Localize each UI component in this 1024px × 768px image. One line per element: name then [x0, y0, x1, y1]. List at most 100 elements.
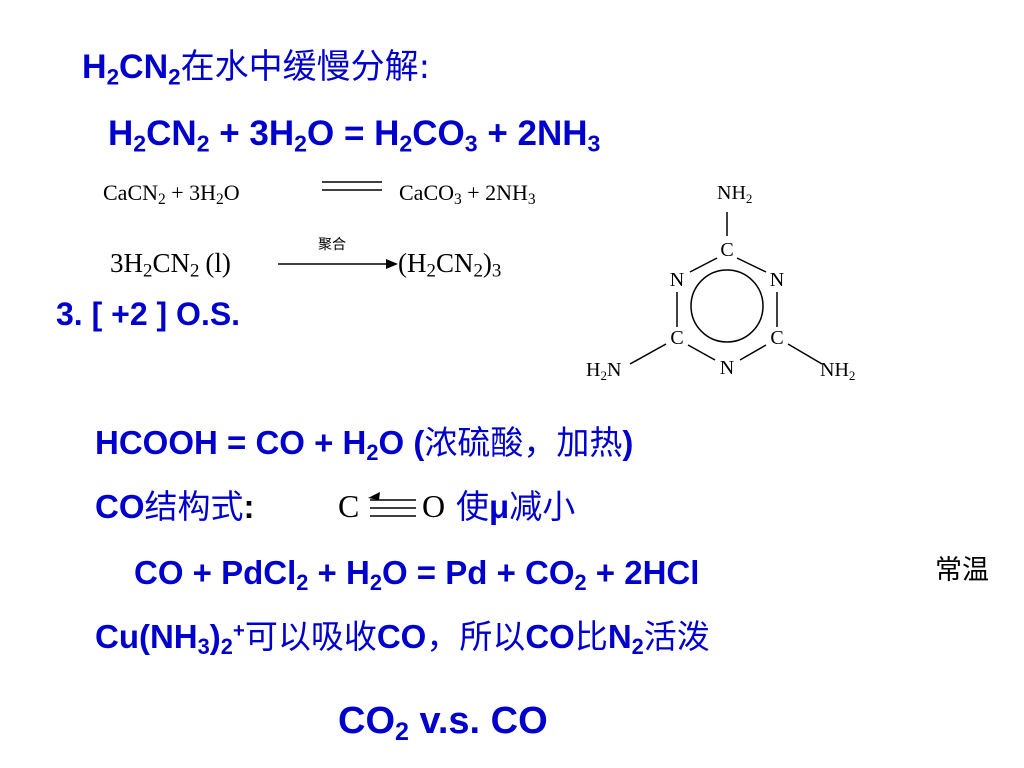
colon: : — [243, 488, 255, 525]
atom-label: N — [770, 269, 784, 291]
eq-part: O ( — [378, 424, 425, 461]
subscript: 2 — [574, 570, 587, 596]
eq-part: v.s. CO — [408, 700, 548, 742]
subscript: 2 — [631, 634, 644, 660]
subscript: 2 — [369, 570, 382, 596]
eq-part: ) — [209, 618, 221, 655]
eq-part: CaCN — [103, 180, 158, 205]
dipole-statement: 使μ减小 — [456, 490, 575, 523]
bond — [787, 343, 823, 365]
eq-part: O = H — [307, 114, 400, 153]
charge: + — [232, 618, 245, 642]
reaction-condition: 浓硫酸，加热 — [424, 423, 623, 462]
dative-arrowhead — [368, 492, 380, 500]
subscript: 2 — [168, 64, 181, 90]
cjk-text: 可以吸收 — [244, 617, 377, 656]
eq-part: N — [607, 618, 632, 655]
poly-product: (H2CN2)3 — [398, 248, 501, 281]
bond — [736, 257, 767, 273]
atom-label: N — [670, 269, 684, 291]
subscript: 2 — [196, 130, 210, 157]
cu-complex-line: Cu(NH3)2+可以吸收CO，所以CO比N2活泼 — [95, 617, 710, 657]
eq-part: + H — [308, 554, 370, 591]
subscript: 2 — [366, 440, 379, 466]
subscript: 3 — [527, 190, 536, 208]
heading-text: 在水中缓慢分解: — [180, 47, 431, 87]
pdcl2-equation: CO + PdCl2 + H2O = Pd + CO2 + 2HCl — [134, 554, 700, 593]
hcooh-equation: HCOOH = CO + H2O (浓硫酸，加热) — [95, 423, 634, 463]
atom-label: C — [770, 327, 783, 349]
eq-part: CN — [152, 248, 190, 278]
phase-label: (l) — [205, 248, 231, 278]
reaction-arrow — [278, 259, 398, 269]
heading-decomposition: H2CN2在水中缓慢分解: — [82, 47, 431, 88]
eq-part: CN — [146, 114, 197, 153]
bond — [629, 343, 667, 365]
eq-part: CO — [338, 700, 395, 742]
arrow-label-polymerize: 聚合 — [318, 237, 346, 253]
cjk-text: 减小 — [509, 487, 576, 526]
eq-part: ) — [622, 424, 634, 461]
cjk-text: 使 — [456, 487, 489, 526]
cjk-text: 活泼 — [643, 617, 710, 656]
eq-part: + 3H — [165, 180, 216, 205]
bond — [689, 257, 718, 273]
atom-label: NH2 — [820, 359, 855, 383]
eq-part: (H — [398, 248, 427, 278]
subscript: 3 — [587, 130, 601, 157]
subscript: 2 — [395, 718, 409, 747]
atom-o: O — [422, 488, 446, 524]
subscript: 2 — [189, 260, 200, 282]
atom-label: C — [720, 239, 733, 261]
melamine-structure — [629, 212, 823, 365]
eq-part: + 2HCl — [586, 554, 700, 591]
mu-symbol: μ — [489, 488, 510, 525]
co-triple-bond — [368, 492, 416, 517]
cjk-text: 比 — [574, 617, 608, 656]
subscript: 3 — [464, 130, 478, 157]
eq-part: CN — [435, 248, 474, 278]
eq-part: H — [108, 114, 134, 153]
eq-part: O = Pd + CO — [381, 554, 575, 591]
subscript: 2 — [143, 260, 153, 282]
eq-part: + 2NH — [461, 180, 528, 205]
eq-part: ) — [482, 248, 492, 278]
bond — [739, 344, 767, 361]
aromatic-ring-circle — [690, 269, 764, 343]
bond — [687, 344, 716, 361]
atom-label: C — [670, 327, 683, 349]
subscript: 2 — [296, 570, 309, 596]
subscript: 3 — [491, 260, 502, 282]
oxidation-state-line: 3. [ +2 ] O.S. — [56, 296, 241, 332]
atom-label: H2N — [586, 359, 621, 383]
subscript: 2 — [399, 130, 413, 157]
subscript: 2 — [216, 190, 224, 208]
atom-label: NH2 — [717, 182, 752, 206]
eq-part: CO + PdCl — [134, 554, 297, 591]
atom-c: C — [338, 488, 360, 524]
subscript: 2 — [294, 130, 308, 157]
eq-part: CO — [376, 618, 427, 655]
cjk-text: ，所以 — [426, 617, 526, 656]
cacn2-products: CaCO3 + 2NH3 — [399, 180, 536, 208]
subscript: 2 — [473, 260, 483, 282]
eq-part: O — [223, 180, 240, 205]
eq-part: + 3H — [209, 114, 295, 153]
subscript: 3 — [197, 634, 210, 660]
poly-reactant: 3H2CN2(l) — [110, 248, 231, 281]
subscript: 2 — [426, 260, 436, 282]
subscript: 2 — [106, 64, 120, 90]
subscript: 2 — [133, 130, 147, 157]
eq-part: HCOOH = CO + H — [95, 424, 367, 461]
comparison-footer: CO2 v.s. CO — [338, 700, 548, 745]
hydrolysis-equation: H2CN2 + 3H2O = H2CO3 + 2NH3 — [108, 114, 600, 155]
co-structure-line: CO结构式: — [95, 490, 255, 523]
condition-room-temp: 常温 — [935, 555, 989, 586]
structure-label: 结构式 — [144, 487, 244, 526]
subscript: 2 — [158, 190, 166, 208]
cn-symbol: CN — [119, 48, 169, 86]
subscript: 3 — [454, 190, 462, 208]
h-symbol: H — [82, 48, 107, 86]
eq-part: 3H — [110, 248, 143, 278]
